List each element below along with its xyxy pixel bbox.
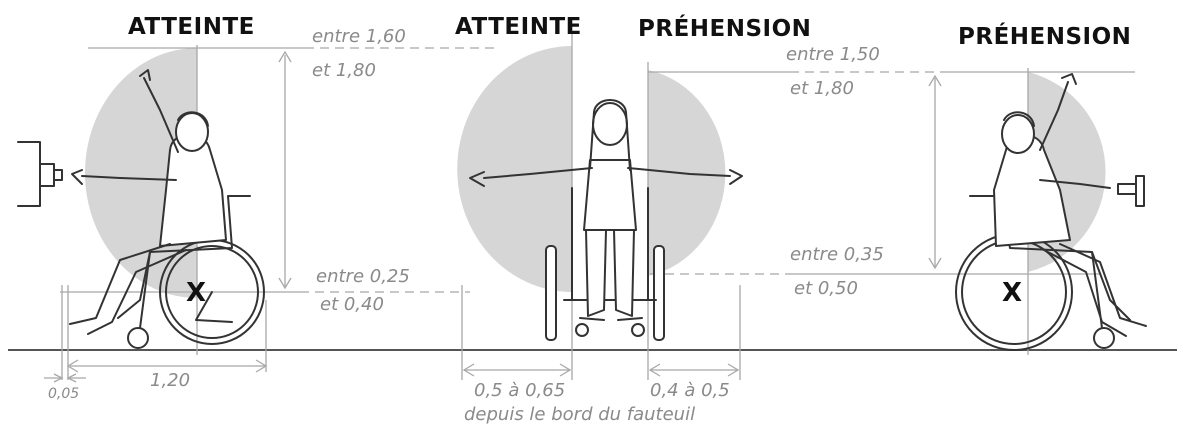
reach-zone-center bbox=[457, 46, 572, 292]
reach-height-high-line2: et 1,80 bbox=[312, 60, 376, 81]
wheelchair-user-center bbox=[469, 99, 743, 341]
title-atteinte-left: ATTEINTE bbox=[128, 14, 255, 40]
wheelchair-user-left bbox=[69, 69, 265, 349]
dimension-offset: 0,05 bbox=[48, 386, 79, 402]
wheel-axis-marker-right: X bbox=[1002, 278, 1022, 308]
dimension-reach-side: 0,5 à 0,65 bbox=[474, 380, 565, 401]
wall-switch-box-left bbox=[17, 141, 63, 207]
grip-height-low-line2: et 0,50 bbox=[794, 278, 858, 299]
reach-height-high-line1: entre 1,60 bbox=[312, 26, 406, 47]
reach-height-low-line1: entre 0,25 bbox=[316, 266, 410, 287]
grip-height-high-line2: et 1,80 bbox=[790, 78, 854, 99]
wheelchair-user-right bbox=[955, 73, 1147, 351]
grip-height-low-line1: entre 0,35 bbox=[790, 244, 884, 265]
guide-lines bbox=[44, 20, 1135, 383]
dimension-depth: 1,20 bbox=[150, 370, 190, 391]
dimension-grip-side: 0,4 à 0,5 bbox=[650, 380, 730, 401]
grip-height-high-line1: entre 1,50 bbox=[786, 44, 880, 65]
reach-height-low-line2: et 0,40 bbox=[320, 294, 384, 315]
wheel-axis-marker-left: X bbox=[186, 278, 206, 308]
title-prehension-center: PRÉHENSION bbox=[638, 14, 811, 42]
wall-handle-right bbox=[1117, 175, 1145, 207]
dimension-note: depuis le bord du fauteuil bbox=[464, 404, 695, 425]
title-prehension-right: PRÉHENSION bbox=[958, 22, 1131, 50]
title-atteinte-center: ATTEINTE bbox=[455, 14, 582, 40]
